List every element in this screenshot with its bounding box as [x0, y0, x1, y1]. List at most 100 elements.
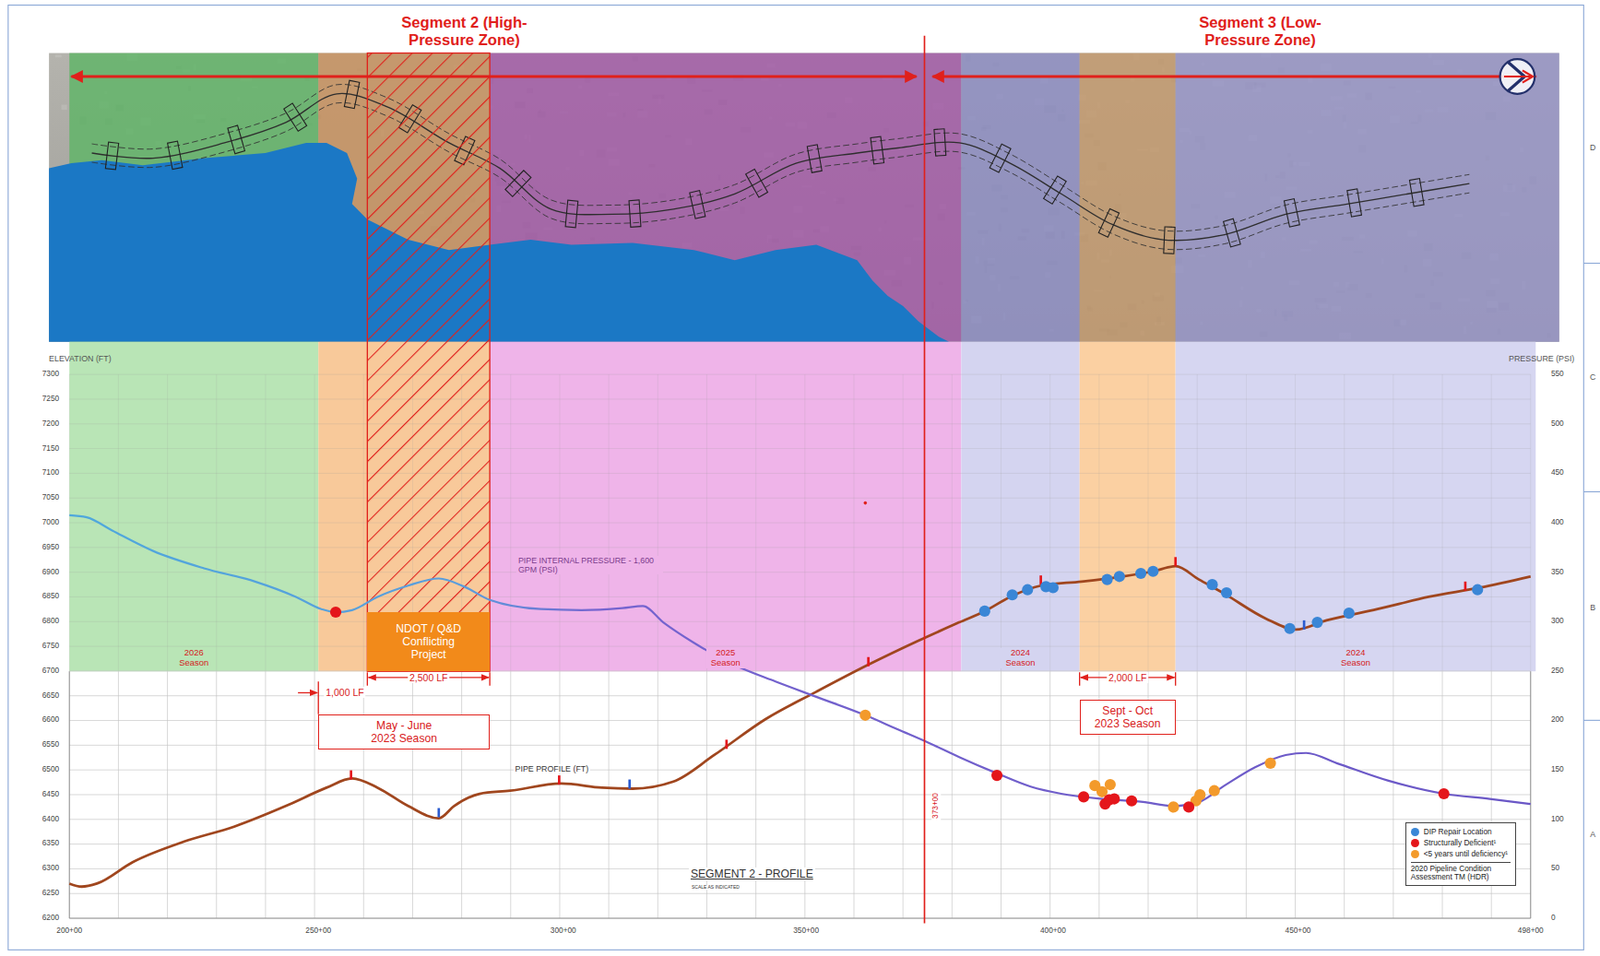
station-marker — [1223, 218, 1242, 248]
grid-line — [69, 843, 1531, 845]
profile-tick — [725, 739, 729, 749]
season-band: 2026 Season — [69, 342, 319, 672]
grid-line — [69, 745, 1531, 747]
station-marker — [989, 143, 1011, 173]
axis-tick-label: 6700 — [42, 666, 60, 676]
axis-tick-label: 400 — [1551, 518, 1565, 528]
grid-line — [69, 522, 1531, 524]
axis-tick-label: 6250 — [42, 888, 60, 899]
legend-text: Structurally Deficient¹ — [1423, 839, 1497, 849]
condition-dot — [1183, 801, 1195, 813]
axis-tick-label: 0 — [1551, 913, 1556, 924]
condition-dot — [1220, 587, 1233, 599]
station-marker — [689, 190, 706, 219]
season-label: 2025 Season — [706, 648, 746, 669]
axis-tick-label: 250 — [1551, 666, 1565, 676]
axis-tick-label: 6400 — [42, 815, 60, 825]
station-marker — [1283, 199, 1300, 227]
axis-tick-label: 6300 — [42, 864, 60, 874]
season-band: 2024 Season — [1175, 342, 1537, 672]
station-marker — [1163, 226, 1175, 254]
zone-tick — [1583, 491, 1600, 493]
station-marker — [505, 170, 532, 197]
condition-dot — [330, 606, 342, 618]
condition-dot — [1135, 568, 1147, 580]
curve-label: PIPE PROFILE (FT) — [513, 764, 592, 774]
station-marker — [167, 141, 183, 169]
axis-tick-label: 6500 — [42, 765, 60, 775]
condition-dot — [1125, 795, 1138, 807]
condition-dot — [1147, 566, 1159, 578]
season-band: 2025 Season — [489, 342, 961, 672]
segment-heading: Segment 3 (Low-Pressure Zone) — [1174, 13, 1347, 49]
grid-line — [69, 646, 1531, 648]
grid-line — [69, 398, 1531, 400]
lake — [48, 142, 949, 343]
hatched-area — [367, 53, 490, 613]
pipeline-alignment — [92, 93, 1470, 240]
station-marker — [105, 142, 119, 170]
chart-axis — [69, 671, 1531, 919]
schedule-box: May - June 2023 Season — [318, 714, 490, 751]
grid-line — [69, 374, 1531, 376]
axis-tick-label: 6350 — [42, 840, 60, 850]
grid-line — [69, 818, 1531, 820]
schedule-label: Sept - Oct 2023 Season — [1090, 704, 1165, 731]
schedule-label: May - June 2023 Season — [367, 719, 441, 746]
axis-tick-label: 6800 — [42, 616, 60, 627]
condition-dot — [1104, 779, 1116, 791]
profile-tick — [866, 657, 870, 667]
condition-dot — [1078, 791, 1090, 803]
profile-tick — [628, 780, 631, 790]
station-marker — [343, 80, 359, 108]
map-season-overlay — [960, 53, 1079, 343]
condition-dot — [1206, 579, 1218, 591]
season-label: 2024 Season — [1000, 648, 1040, 669]
segment-heading: Segment 2 (High-Pressure Zone) — [378, 13, 550, 49]
grid-line — [69, 497, 1531, 499]
legend-row: DIP Repair Location — [1410, 828, 1511, 838]
dimension-label: 2,500 LF — [407, 672, 450, 684]
station-marker-label: 373+00 — [931, 791, 941, 821]
grid-line — [69, 546, 1531, 548]
sheet-zone-letter: A — [1589, 829, 1596, 840]
axis-tick-label: 7250 — [42, 394, 60, 404]
easement-line — [92, 102, 1470, 249]
dimension-tick — [367, 672, 368, 686]
axis-tick-label: 6750 — [42, 641, 60, 652]
condition-dot — [1108, 793, 1120, 805]
axis-tick-label: 450 — [1551, 469, 1565, 479]
condition-dot — [1167, 801, 1179, 813]
season-label: 2024 Season — [1336, 648, 1375, 669]
axis-tick-label: 7300 — [42, 369, 60, 380]
legend-swatch — [1410, 828, 1420, 837]
condition-dot — [1284, 623, 1296, 635]
grid-line — [69, 621, 1531, 623]
profile-tick — [349, 770, 353, 781]
station-marker — [1098, 208, 1119, 238]
curve-label: PIPE INTERNAL PRESSURE - 1,600 GPM (PSI) — [516, 556, 664, 575]
grid-line — [69, 571, 1531, 573]
segment-arrow — [932, 75, 1536, 79]
axis-tick-label: 50 — [1551, 864, 1560, 874]
stray-mark — [864, 501, 868, 506]
station-marker — [628, 200, 641, 227]
season-band: 2024 Season — [960, 342, 1079, 672]
condition-dot — [1208, 785, 1221, 797]
map-season-overlay — [1079, 53, 1176, 343]
axis-tick-label: 350 — [1551, 568, 1565, 578]
sheet-zone-letter: C — [1589, 372, 1596, 382]
dimension-line — [297, 692, 318, 694]
season-label: 2026 Season — [174, 648, 214, 669]
axis-tick-label: 6550 — [42, 740, 60, 750]
axis-tick-label: 7150 — [42, 444, 60, 454]
pressure-line — [69, 515, 1531, 806]
grid-line — [69, 596, 1531, 598]
axis-tick-label: 7100 — [42, 469, 60, 479]
sheet-zone-letter: B — [1589, 603, 1596, 613]
legend-row: Structurally Deficient¹ — [1410, 839, 1511, 849]
station-label: 200+00 — [56, 926, 83, 937]
grid-line — [69, 423, 1531, 425]
profile-tick — [1303, 620, 1306, 630]
